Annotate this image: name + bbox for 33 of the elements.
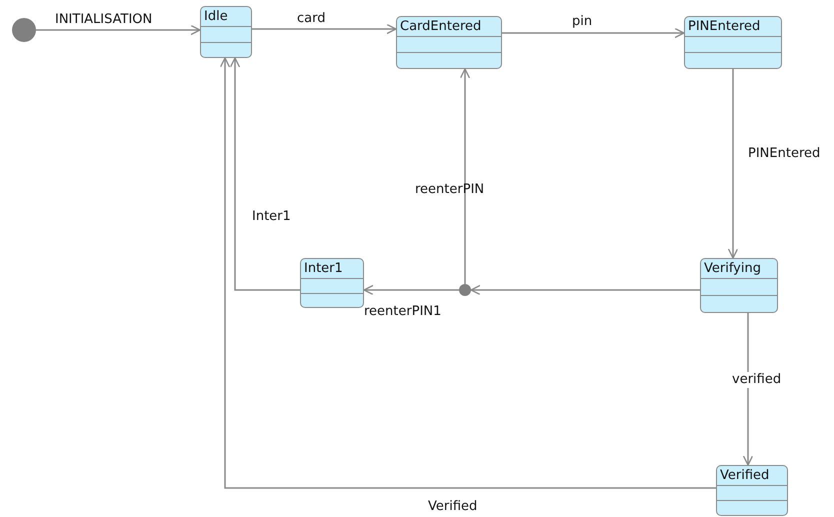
transition-label: reenterPIN — [415, 182, 484, 198]
transition-arrow — [460, 68, 470, 284]
state-box — [716, 465, 788, 516]
junction-dot — [459, 284, 471, 296]
transition-arrow — [742, 313, 754, 466]
transition-label: INITIALISATION — [55, 12, 152, 28]
state-box — [200, 6, 252, 58]
state-box — [396, 16, 502, 69]
transition-arrow — [230, 57, 300, 291]
state-name: Verifying — [703, 260, 762, 278]
state-name: CardEntered — [399, 18, 482, 36]
initial-state-dot — [12, 18, 36, 42]
transition-arrow — [252, 24, 397, 34]
transition-label: pin — [572, 14, 592, 30]
transition-label: PINEntered — [748, 146, 820, 162]
transition-label: reenterPIN1 — [364, 304, 442, 320]
state-name: PINEntered — [687, 18, 762, 36]
transition-arrow — [502, 28, 685, 38]
transition-label: verified — [731, 372, 782, 388]
transition-arrow — [363, 284, 459, 296]
state-name: Idle — [203, 8, 229, 26]
transition-arrow — [36, 24, 201, 36]
state-name: Verified — [719, 467, 770, 485]
state-box — [684, 16, 782, 69]
transition-label: Verified — [428, 499, 478, 515]
state-name: Inter1 — [303, 260, 344, 278]
state-box — [700, 258, 778, 313]
transition-label: card — [297, 11, 326, 27]
transition-arrow — [470, 284, 700, 296]
transition-label: Inter1 — [252, 209, 291, 225]
transition-arrow — [728, 69, 738, 259]
transition-arrow — [220, 57, 716, 489]
state-box — [300, 258, 364, 308]
